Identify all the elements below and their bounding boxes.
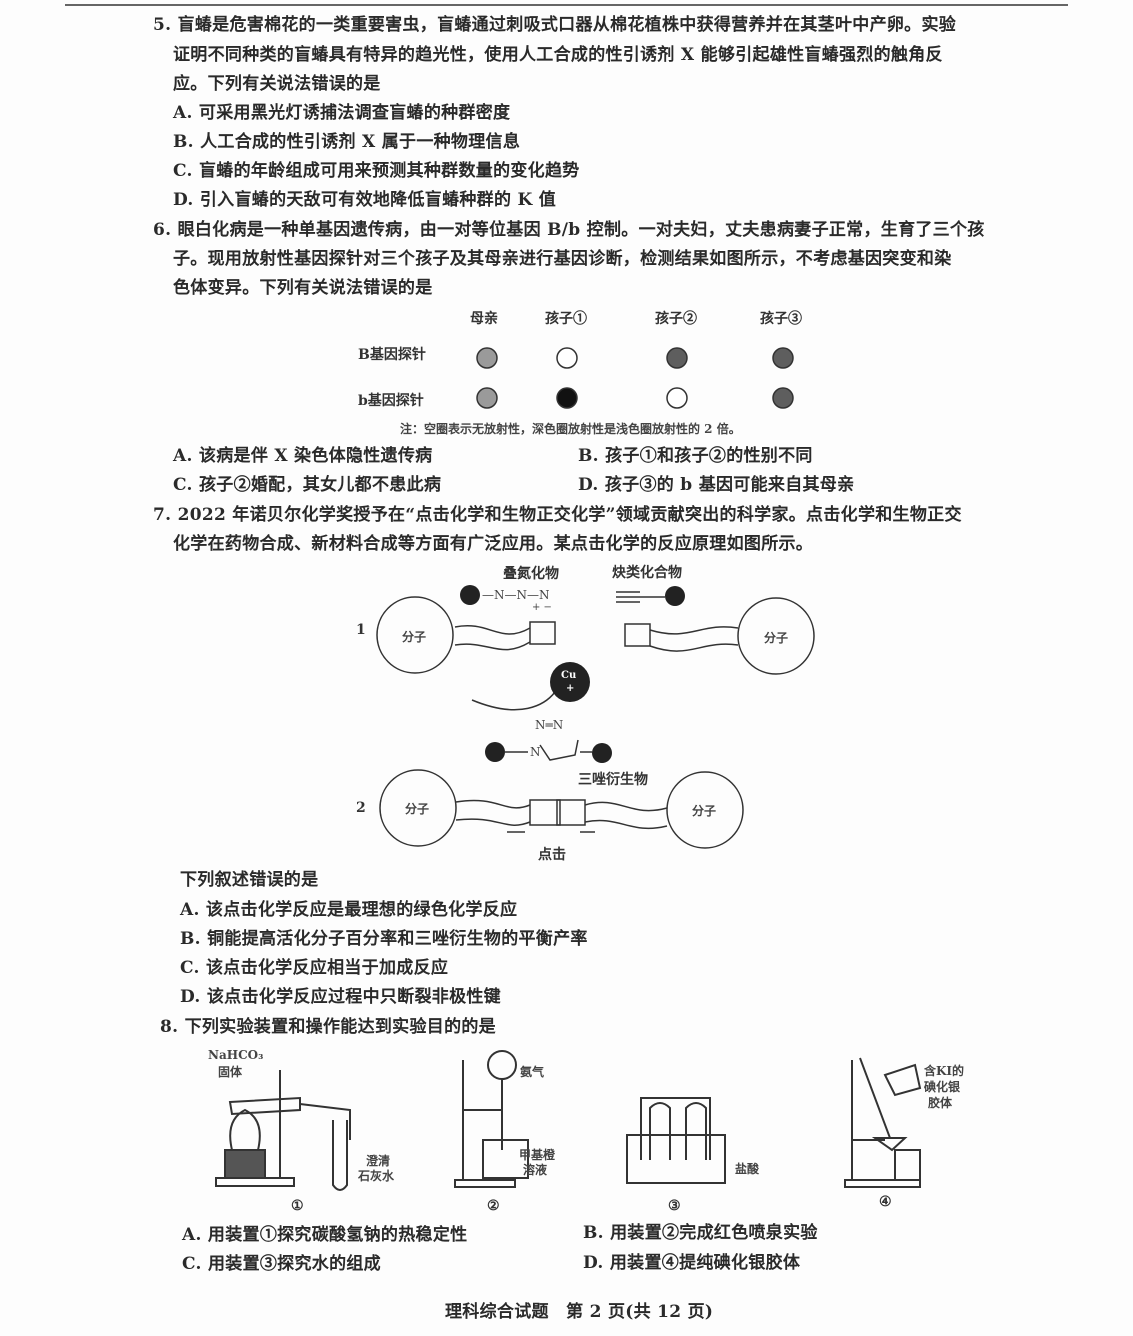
q7-stem-line: 化学在药物合成、新材料合成等方面有广泛应用。某点击化学的反应原理如图所示。: [173, 534, 814, 554]
molecule-circle: [737, 597, 815, 675]
q8-stem: 8. 下列实验装置和操作能达到实验目的的是: [160, 1017, 496, 1037]
q7-option-a: A. 该点击化学反应是最理想的绿色化学反应: [180, 900, 518, 920]
molecule-label: 分子: [764, 631, 789, 645]
q8-option-c: C. 用装置③探究水的组成: [182, 1254, 381, 1274]
row-b-upper-probe: B基因探针: [358, 347, 426, 363]
apparatus-2: ②: [487, 1198, 500, 1214]
col-child3: 孩子③: [760, 311, 802, 327]
probe-dot-dark: [772, 387, 794, 409]
molecule-label: 分子: [692, 804, 717, 818]
probe-dot-dark: [772, 347, 794, 369]
q7-option-b: B. 铜能提高活化分子百分率和三唑衍生物的平衡产率: [180, 929, 588, 949]
label-limewater: 石灰水: [358, 1169, 395, 1183]
azide-group-dot: [460, 585, 480, 605]
q8-option-a: A. 用装置①探究碳酸氢钠的热稳定性: [182, 1225, 468, 1245]
azide-label: 叠氮化物: [503, 566, 559, 582]
q5-option-d: D. 引入盲蝽的天敌可有效地降低盲蝽种群的 K 值: [173, 190, 557, 210]
step-2-label: 2: [356, 800, 366, 816]
apparatus-3: ③: [668, 1198, 681, 1214]
catalyst-label: Cu: [561, 670, 577, 681]
q6-option-a: A. 该病是伴 X 染色体隐性遗传病: [173, 446, 433, 466]
page-footer: 理科综合试题 第 2 页(共 12 页): [445, 1302, 714, 1322]
probe-dot-empty: [556, 347, 578, 369]
probe-dot-empty: [666, 387, 688, 409]
label-solid: 固体: [218, 1065, 243, 1079]
q6-option-c: C. 孩子②婚配，其女儿都不患此病: [173, 475, 442, 495]
molecule-circle: [666, 771, 744, 849]
q5-option-c: C. 盲蝽的年龄组成可用来预测其种群数量的变化趋势: [173, 161, 580, 181]
alkyne-label: 炔类化合物: [612, 565, 682, 581]
label-colloid: 胶体: [928, 1096, 953, 1110]
apparatus-4: ④: [879, 1194, 892, 1210]
molecule-circle: [376, 596, 454, 674]
col-child2: 孩子②: [655, 311, 697, 327]
probe-dot-light: [476, 347, 498, 369]
q6-stem-line: 色体变异。下列有关说法错误的是: [173, 278, 433, 298]
copper-catalyst: [550, 662, 590, 702]
q5-option-a: A. 可采用黑光灯诱捕法调查盲蝽的种群密度: [173, 103, 511, 123]
q5-stem-line: 证明不同种类的盲蝽具有特异的趋光性，使用人工合成的性引诱剂 X 能够引起雄性盲蝽…: [173, 45, 943, 65]
molecule-label: 分子: [402, 630, 427, 644]
triazole-label: 三唑衍生物: [578, 772, 648, 788]
q5-stem-line: 5. 盲蝽是危害棉花的一类重要害虫，盲蝽通过刺吸式口器从棉花植株中获得营养并在其…: [153, 15, 957, 35]
row-b-lower-probe: b基因探针: [358, 393, 424, 409]
triazole-group-dot: [592, 743, 612, 763]
col-mother: 母亲: [470, 311, 498, 327]
label-limewater: 澄清: [366, 1154, 391, 1168]
label-agi: 碘化银: [924, 1080, 961, 1094]
q5-stem-line: 应。下列有关说法错误的是: [173, 74, 381, 94]
q6-stem-line: 6. 眼白化病是一种单基因遗传病，由一对等位基因 B/b 控制。一对夫妇，丈夫患…: [153, 220, 985, 240]
col-child1: 孩子①: [545, 311, 587, 327]
q7-prompt: 下列叙述错误的是: [180, 870, 319, 890]
q6-stem-line: 子。现用放射性基因探针对三个孩子及其母亲进行基因诊断，检测结果如图所示，不考虑基…: [173, 249, 952, 269]
figure-note: 注：空圈表示无放射性，深色圈放射性是浅色圈放射性的 2 倍。: [400, 422, 741, 436]
molecule-label: 分子: [405, 802, 430, 816]
catalyst-charge: +: [566, 683, 575, 694]
click-label: 点击: [538, 847, 566, 863]
label-methyl-orange: 甲基橙: [519, 1148, 556, 1162]
triazole-group-dot: [485, 742, 505, 762]
q6-option-b: B. 孩子①和孩子②的性别不同: [578, 446, 813, 466]
probe-dot-dark: [666, 347, 688, 369]
triazole-ring-n: N: [530, 745, 541, 759]
label-nahco3: NaHCO₃: [208, 1048, 264, 1062]
q7-option-c: C. 该点击化学反应相当于加成反应: [180, 958, 449, 978]
triazole-ring-top: N═N: [535, 718, 564, 732]
azide-charges: + −: [532, 602, 552, 613]
probe-dot-black: [556, 387, 578, 409]
label-solution: 溶液: [523, 1163, 548, 1177]
q5-option-b: B. 人工合成的性引诱剂 X 属于一种物理信息: [173, 132, 521, 152]
q7-stem-line: 7. 2022 年诺贝尔化学奖授予在“点击化学和生物正交化学”领域贡献突出的科学…: [153, 505, 962, 525]
top-rule: [65, 4, 1068, 6]
q8-option-d: D. 用装置④提纯碘化银胶体: [583, 1253, 801, 1273]
label-ki: 含KI的: [924, 1064, 965, 1078]
apparatus-1: ①: [291, 1198, 304, 1214]
alkyne-group-dot: [665, 586, 685, 606]
molecule-circle: [379, 769, 457, 847]
label-ammonia: 氨气: [520, 1065, 545, 1079]
azide-formula: —N—N—N: [482, 588, 550, 602]
probe-dot-light: [476, 387, 498, 409]
label-hcl: 盐酸: [735, 1162, 760, 1176]
q6-option-d: D. 孩子③的 b 基因可能来自其母亲: [578, 475, 855, 495]
q8-option-b: B. 用装置②完成红色喷泉实验: [583, 1223, 818, 1243]
step-1-label: 1: [356, 622, 366, 638]
q7-option-d: D. 该点击化学反应过程中只断裂非极性键: [180, 987, 501, 1007]
